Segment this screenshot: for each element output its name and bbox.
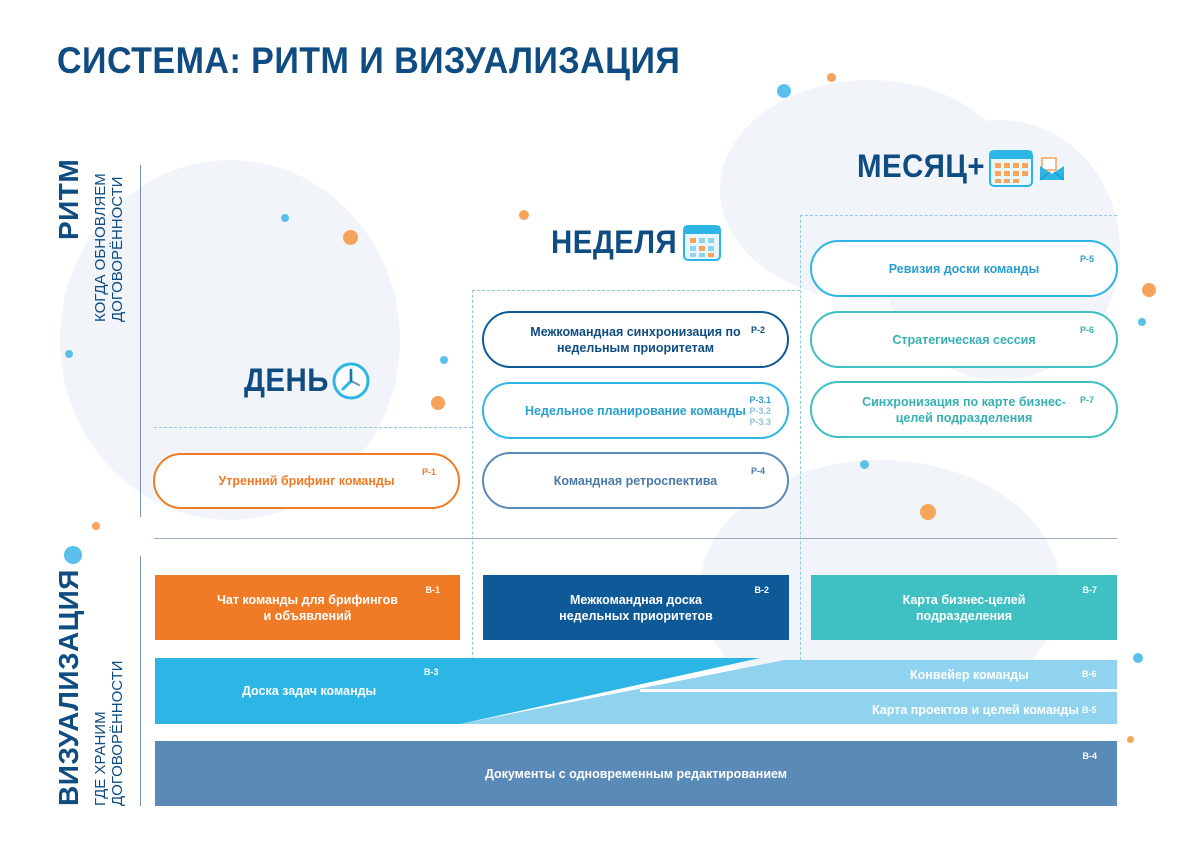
envelope-icon (1038, 156, 1066, 187)
board-project-map-label: Карта проектов и целей команды (872, 703, 1079, 717)
ritual-retrospective[interactable]: Командная ретроспектива Р-4 (482, 452, 789, 509)
decor-dot (827, 73, 836, 82)
decor-dot (65, 350, 73, 358)
task-board-shape[interactable] (155, 658, 760, 724)
decor-dot (281, 214, 289, 222)
ritual-text: Стратегическая сессия (892, 332, 1036, 347)
ritual-text: Утренний брифинг команды (218, 474, 395, 488)
decor-dot (519, 210, 529, 220)
board-task-board-code: В-3 (424, 667, 439, 677)
ritual-code: Р-7 (1079, 395, 1094, 405)
decor-dot (1133, 653, 1143, 663)
clock-icon (331, 361, 371, 406)
decor-dot (860, 460, 869, 469)
ritual-cross-team-sync[interactable]: Межкомандная синхронизация по недельным … (482, 311, 789, 368)
section-divider (154, 538, 1117, 539)
visual-axis-line (140, 556, 141, 806)
board-text: Документы с одновременным редактирование… (484, 766, 788, 781)
ritual-board-review[interactable]: Ревизия доски команды Р-5 (810, 240, 1118, 297)
band-gap (640, 689, 1117, 692)
week-step-line (472, 290, 800, 291)
board-team-chat[interactable]: Чат команды для брифингов и объявлений В… (155, 575, 460, 640)
period-day: ДЕНЬ (244, 362, 329, 398)
ritual-weekly-planning[interactable]: Недельное планирование команды Р-3.1 Р-3… (482, 382, 789, 439)
month-step-line (800, 215, 1117, 216)
board-code: В-1 (425, 585, 440, 595)
board-weekly-priorities[interactable]: Межкомандная доска недельных приоритетов… (483, 575, 789, 640)
month-boundary-line (800, 215, 801, 660)
ritual-text: Синхронизация по карте бизнес-целей подр… (862, 394, 1066, 425)
period-week: НЕДЕЛЯ (551, 224, 678, 260)
day-step-line (154, 427, 472, 428)
board-text: Карта бизнес-целей подразделения (902, 592, 1026, 623)
rhythm-axis-line (140, 165, 141, 517)
board-code: В-4 (1082, 751, 1097, 761)
decor-dot (64, 546, 82, 564)
ritual-code: Р-5 (1079, 254, 1094, 264)
board-text: Межкомандная доска недельных приоритетов (559, 592, 713, 623)
board-shared-docs[interactable]: Документы с одновременным редактирование… (155, 741, 1117, 806)
board-code: В-7 (1082, 585, 1097, 595)
ritual-strategy-session[interactable]: Стратегическая сессия Р-6 (810, 311, 1118, 368)
ritual-code: Р-2 (750, 325, 765, 335)
board-pipeline-code: В-6 (1082, 669, 1097, 679)
ritual-code: Р-6 (1079, 325, 1094, 335)
board-code: В-2 (754, 585, 769, 595)
decor-dot (431, 396, 445, 410)
board-task-board-label: Доска задач команды (242, 684, 377, 698)
decor-dot (343, 230, 358, 245)
board-project-map-code: В-5 (1082, 705, 1097, 715)
decor-dot (920, 504, 936, 520)
ritual-code: Р-4 (750, 466, 765, 476)
ritual-text: Межкомандная синхронизация по недельным … (530, 324, 741, 355)
decor-dot (1127, 736, 1134, 743)
board-pipeline-label: Конвейер команды (910, 668, 1029, 682)
week-calendar-icon (682, 222, 722, 267)
ritual-business-goals-sync[interactable]: Синхронизация по карте бизнес-целей подр… (810, 381, 1118, 438)
ritual-code: Р-1 (421, 467, 436, 477)
period-month: МЕСЯЦ+ (857, 148, 986, 184)
ritual-code: Р-3.1 (749, 395, 771, 405)
ritual-text: Недельное планирование команды (525, 403, 746, 418)
board-business-goals-map[interactable]: Карта бизнес-целей подразделения В-7 (811, 575, 1117, 640)
ritual-text: Ревизия доски команды (888, 261, 1040, 276)
decor-dot (1142, 283, 1156, 297)
ritual-code: Р-3.2 (749, 406, 771, 416)
decor-dot (1138, 318, 1146, 326)
board-text: Чат команды для брифингов и объявлений (217, 592, 398, 623)
ritual-code: Р-3.3 (749, 417, 771, 427)
ritual-morning-briefing[interactable]: Утренний брифинг команды Р-1 (153, 453, 460, 509)
pipeline-shape-fill (640, 660, 1117, 689)
week-boundary-line (472, 290, 473, 660)
decor-dot (92, 522, 100, 530)
ritual-text: Командная ретроспектива (553, 473, 718, 488)
page-title: СИСТЕМА: РИТМ И ВИЗУАЛИЗАЦИЯ (57, 40, 681, 81)
decor-dot (440, 356, 448, 364)
month-calendar-icon (988, 146, 1034, 193)
decor-dot (777, 84, 791, 98)
